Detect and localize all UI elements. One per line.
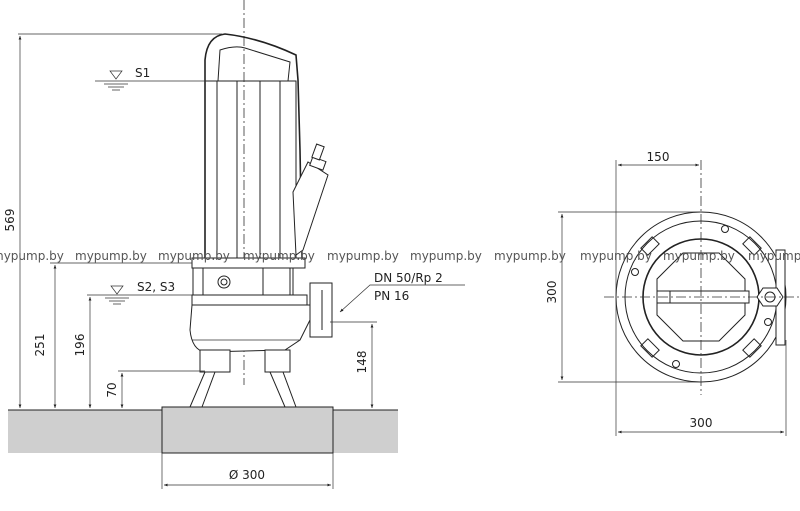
dim-148: 148 xyxy=(355,351,369,374)
label-pn16: PN 16 xyxy=(374,289,409,303)
dim-70: 70 xyxy=(105,382,119,397)
pump-top-view xyxy=(604,160,800,395)
watermark: mypump.by xyxy=(327,249,399,263)
watermark: mypump.by xyxy=(158,249,230,263)
label-dn50: DN 50/Rp 2 xyxy=(374,271,443,285)
water-level-icon xyxy=(109,70,123,80)
watermark: mypump.by xyxy=(748,249,800,263)
dim-569: 569 xyxy=(3,209,17,232)
dim-251: 251 xyxy=(33,334,47,357)
watermark: mypump.by xyxy=(0,249,64,263)
label-s1: S1 xyxy=(135,66,150,80)
discharge-flange xyxy=(309,282,333,338)
dim-top-height-300: 300 xyxy=(545,281,559,304)
bolt-icon xyxy=(217,275,231,289)
watermark: mypump.by xyxy=(580,249,652,263)
dim-150: 150 xyxy=(647,150,670,164)
watermark: mypump.by xyxy=(663,249,735,263)
watermark: mypump.by xyxy=(75,249,147,263)
ground xyxy=(8,406,398,489)
dim-196: 196 xyxy=(73,334,87,357)
dim-base-diameter: Ø 300 xyxy=(229,468,265,482)
label-s2-s3: S2, S3 xyxy=(137,280,175,294)
top-dimensions: 150 300 300 xyxy=(545,150,787,436)
side-dimensions: 569 S1 251 S2, S3 196 70 148 DN 50/Rp 2 … xyxy=(3,33,465,487)
watermarks: mypump.by mypump.by mypump.by mypump.by … xyxy=(0,249,800,263)
watermark: mypump.by xyxy=(494,249,566,263)
water-level-icon xyxy=(110,285,124,295)
watermark: mypump.by xyxy=(243,249,315,263)
pump-side-view xyxy=(189,33,333,408)
watermark: mypump.by xyxy=(410,249,482,263)
dim-top-width-300: 300 xyxy=(690,416,713,430)
